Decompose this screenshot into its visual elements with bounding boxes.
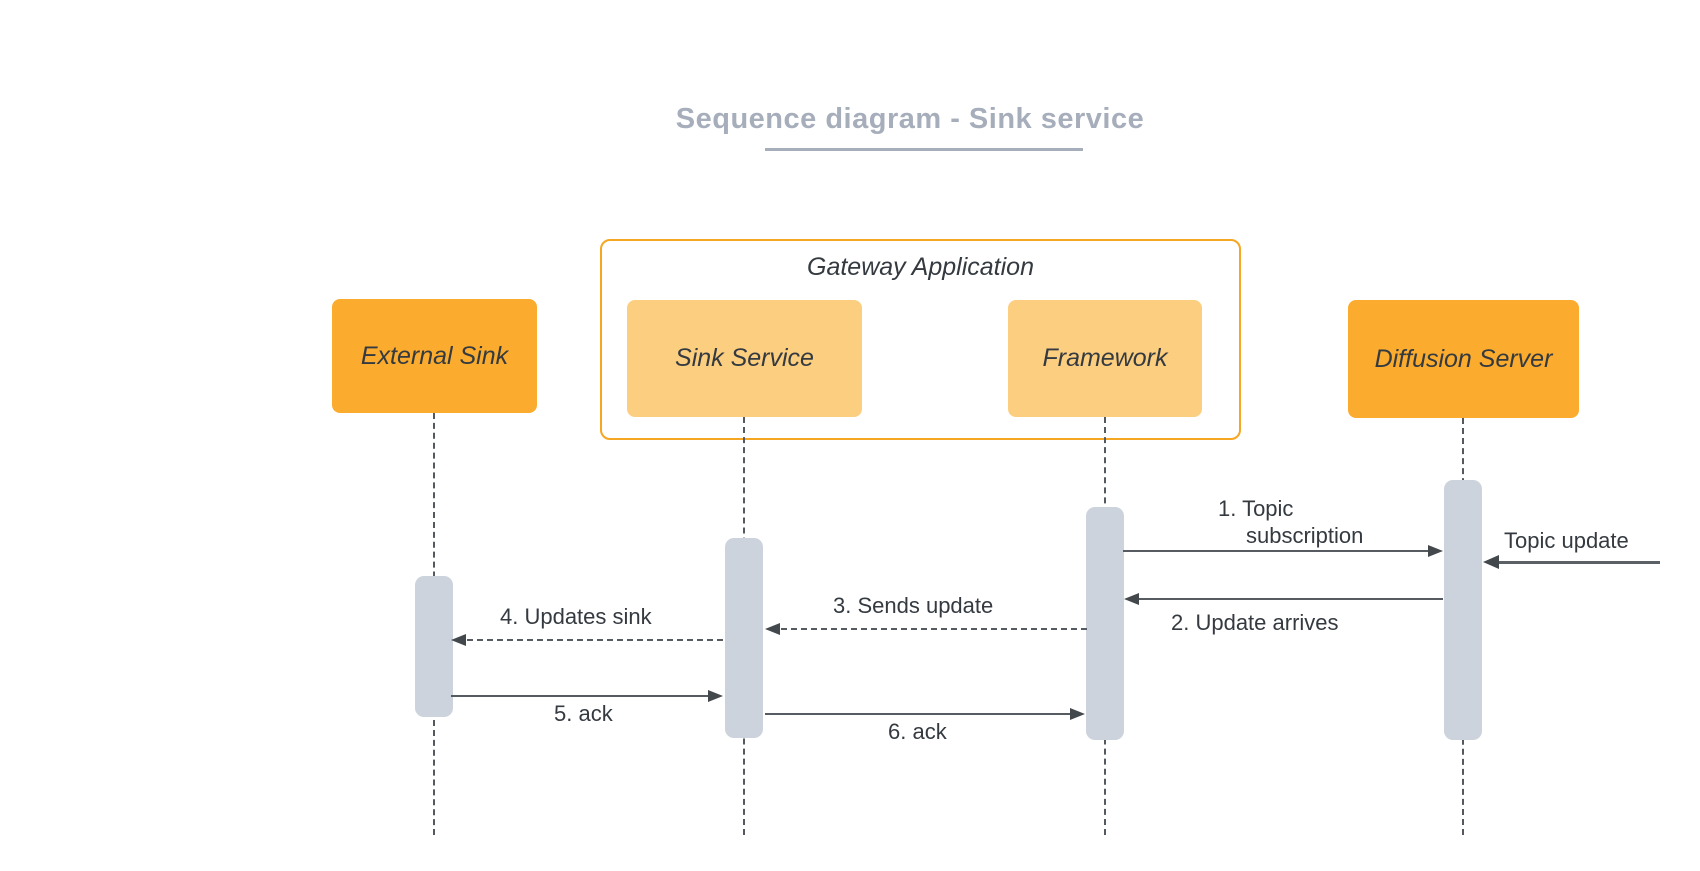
- message-label: 1. Topic subscription: [1218, 495, 1363, 549]
- diagram-title: Sequence diagram - Sink service: [675, 103, 1145, 135]
- arrowhead-right-icon: [708, 690, 723, 702]
- activation-framework: [1086, 507, 1124, 740]
- gateway-application-label: Gateway Application: [807, 253, 1034, 281]
- actor-diffusion-server-label: Diffusion Server: [1374, 344, 1553, 373]
- actor-sink-service-label: Sink Service: [675, 344, 814, 372]
- message-line: [781, 628, 1087, 630]
- actor-external-sink: External Sink: [332, 299, 537, 413]
- message-line: [1499, 561, 1660, 564]
- message-line: [1123, 550, 1428, 552]
- message-line: [451, 695, 708, 697]
- message-line: [467, 639, 723, 641]
- message-label: 4. Updates sink: [500, 604, 652, 629]
- message-label: 2. Update arrives: [1171, 610, 1339, 635]
- actor-sink-service: Sink Service: [627, 300, 862, 417]
- activation-diffusion-server: [1444, 480, 1482, 740]
- activation-external-sink: [415, 576, 453, 717]
- arrowhead-left-icon: [1483, 555, 1499, 569]
- message-label: 3. Sends update: [833, 593, 994, 618]
- actor-external-sink-label: External Sink: [360, 341, 509, 370]
- arrowhead-left-icon: [451, 634, 466, 646]
- arrowhead-left-icon: [765, 623, 780, 635]
- title-underline: [765, 148, 1083, 151]
- arrowhead-right-icon: [1428, 545, 1443, 557]
- actor-framework: Framework: [1008, 300, 1202, 417]
- arrowhead-right-icon: [1070, 708, 1085, 720]
- message-line: [765, 713, 1070, 715]
- message-line: [1139, 598, 1443, 600]
- message-label: 6. ack: [888, 719, 947, 744]
- actor-diffusion-server: Diffusion Server: [1348, 300, 1579, 418]
- message-label: 5. ack: [554, 701, 613, 726]
- gateway-application-container: Gateway Application: [600, 239, 1241, 440]
- actor-framework-label: Framework: [1042, 344, 1168, 372]
- message-label: Topic update: [1504, 528, 1629, 553]
- message-label-line1: 1. Topic: [1218, 496, 1294, 521]
- activation-sink-service: [725, 538, 763, 738]
- message-label-line2: subscription: [1246, 523, 1364, 548]
- arrowhead-left-icon: [1124, 593, 1139, 605]
